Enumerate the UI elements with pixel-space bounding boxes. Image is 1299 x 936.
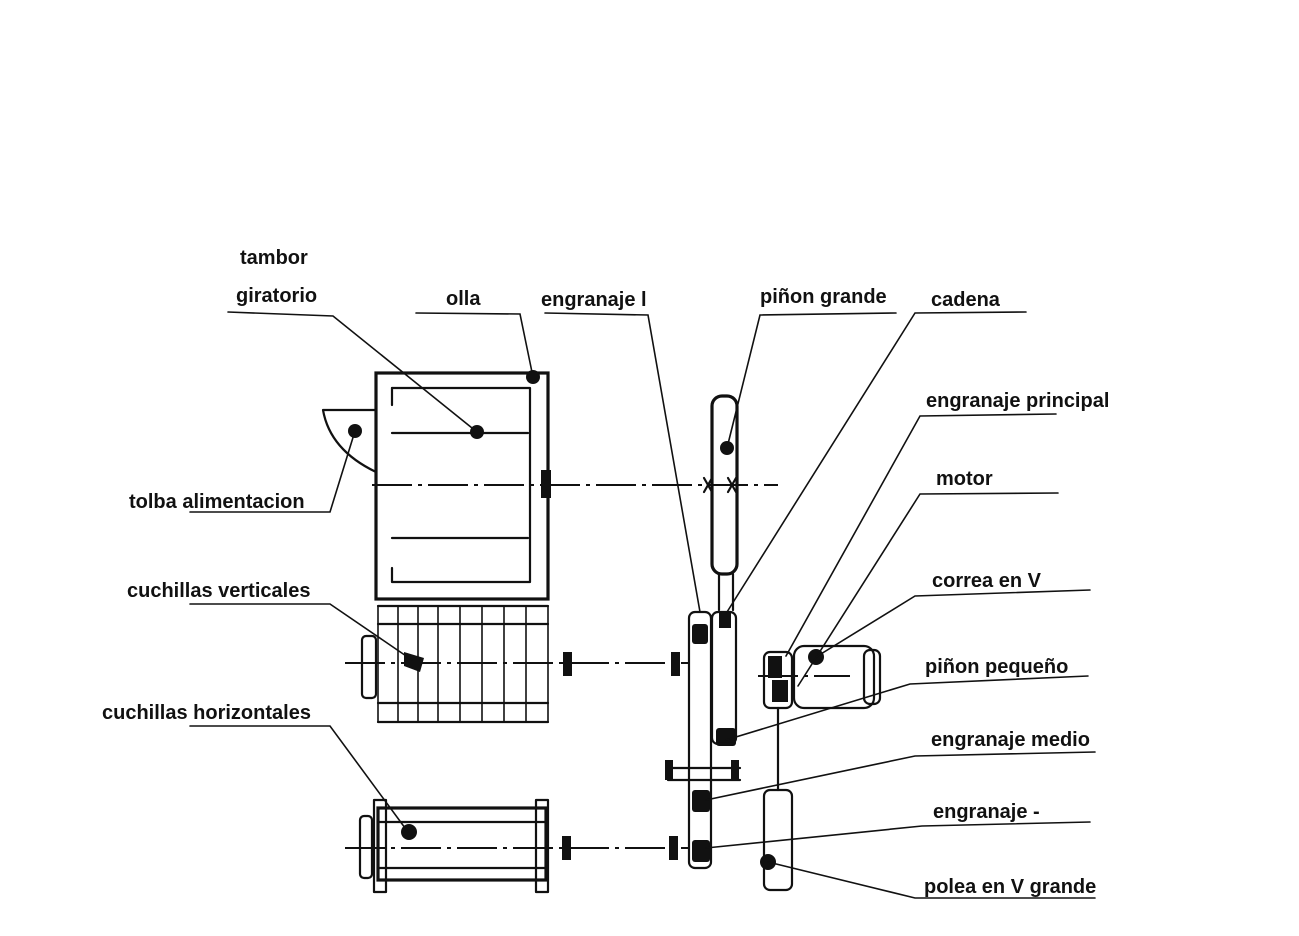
label-pinon-pequeno: piñon pequeño: [925, 656, 1069, 678]
label-cuchillas-verticales: cuchillas verticales: [127, 580, 311, 602]
big-sprocket: [710, 394, 739, 612]
horizontal-knives: [345, 798, 690, 894]
label-tolba: tolba alimentacion: [129, 491, 305, 513]
label-cuchillas-horizontales: cuchillas horizontales: [102, 702, 311, 724]
label-olla: olla: [446, 288, 481, 310]
vertical-knives: [345, 604, 690, 724]
label-giratorio: giratorio: [236, 285, 318, 307]
label-cadena: cadena: [931, 289, 1000, 311]
feed-hopper: [321, 408, 378, 474]
label-polea-v-grande: polea en V grande: [924, 876, 1097, 898]
label-engranaje-medio: engranaje medio: [931, 729, 1090, 751]
label-pinon-grande: piñon grande: [760, 286, 887, 308]
label-engranaje-principal: engranaje principal: [926, 390, 1110, 412]
label-motor: motor: [936, 468, 993, 490]
label-engranaje-dash: engranaje -: [933, 801, 1040, 823]
leader-lines: [189, 311, 1096, 899]
label-tambor: tambor: [240, 247, 308, 269]
label-correa-v: correa en V: [932, 570, 1041, 592]
gear-column: [665, 610, 742, 870]
top-shaft: [372, 470, 778, 498]
label-engranaje-i: engranaje l: [541, 289, 647, 311]
